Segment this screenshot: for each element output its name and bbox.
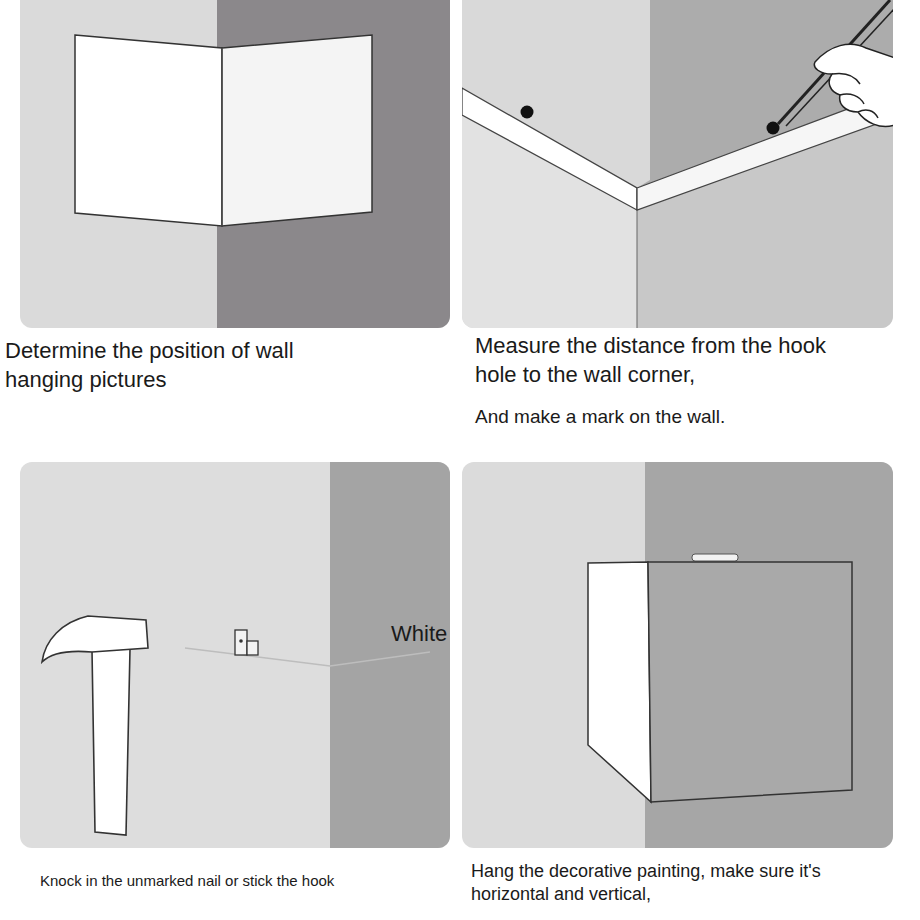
panel-hang: [462, 462, 893, 848]
step-caption: Measure the distance from the hook hole …: [475, 332, 850, 389]
hammer: [42, 616, 148, 835]
step-caption: Knock in the unmarked nail or stick the …: [40, 871, 460, 891]
panel-position: [20, 0, 450, 328]
step-caption: Hang the decorative painting, make sure …: [471, 860, 891, 907]
panel-measure: [462, 0, 893, 328]
step-caption: And make a mark on the wall.: [475, 405, 895, 430]
step-caption: Determine the position of wall hanging p…: [5, 337, 310, 394]
hand-pencil: [778, 0, 893, 127]
color-label: White: [391, 620, 511, 649]
hook-icon: [235, 630, 258, 655]
panel-nail: [20, 462, 450, 848]
